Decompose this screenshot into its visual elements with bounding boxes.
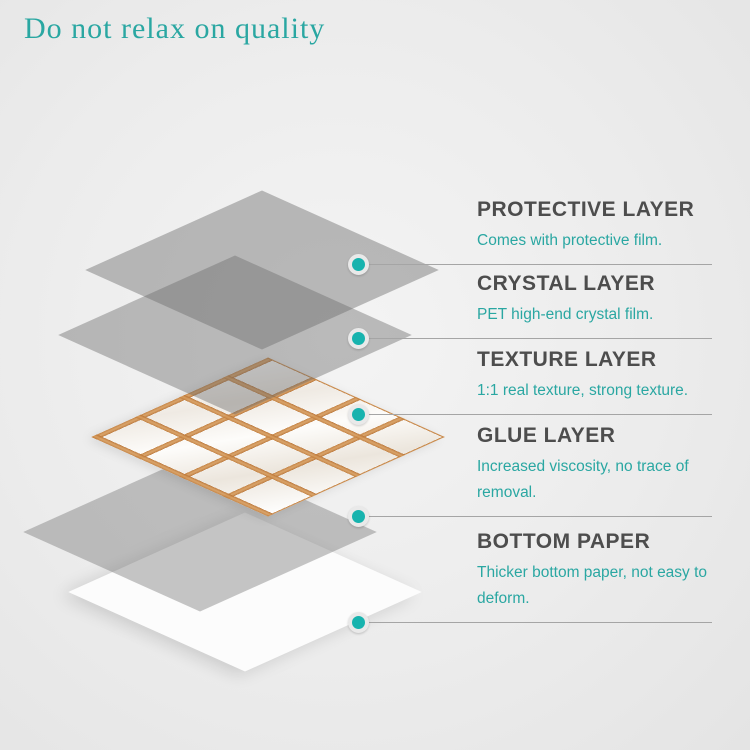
callout-description: Comes with protective film. <box>477 232 663 249</box>
callout-dot-icon <box>348 254 369 275</box>
callout-heading: GLUE LAYER <box>477 424 616 447</box>
callout-dot-icon <box>348 328 369 349</box>
callout-glue-layer: GLUE LAYER Increased viscosity, no trace… <box>348 424 712 527</box>
callout-dot-icon <box>348 404 369 425</box>
callout-protective-layer: PROTECTIVE LAYER Comes with protective f… <box>348 198 712 275</box>
callout-line <box>348 254 712 275</box>
callout-line <box>348 404 712 425</box>
callout-texture-layer: TEXTURE LAYER 1:1 real texture, strong t… <box>348 348 712 425</box>
callout-heading: PROTECTIVE LAYER <box>477 198 695 221</box>
callout-crystal-layer: CRYSTAL LAYER PET high-end crystal film. <box>348 272 712 349</box>
callout-line <box>348 612 712 633</box>
callout-description: 1:1 real texture, strong texture. <box>477 382 689 399</box>
callout-line <box>348 506 712 527</box>
callout-line <box>348 328 712 349</box>
callout-description: Thicker bottom paper, not easy to deform… <box>477 564 708 607</box>
callout-heading: TEXTURE LAYER <box>477 348 657 371</box>
callout-bottom-paper: BOTTOM PAPER Thicker bottom paper, not e… <box>348 530 712 633</box>
callout-dot-icon <box>348 612 369 633</box>
callout-description: Increased viscosity, no trace of removal… <box>477 458 689 501</box>
page-title: Do not relax on quality <box>24 12 326 45</box>
callout-description: PET high-end crystal film. <box>477 306 654 323</box>
callout-heading: BOTTOM PAPER <box>477 530 651 553</box>
callout-dot-icon <box>348 506 369 527</box>
callout-heading: CRYSTAL LAYER <box>477 272 656 295</box>
